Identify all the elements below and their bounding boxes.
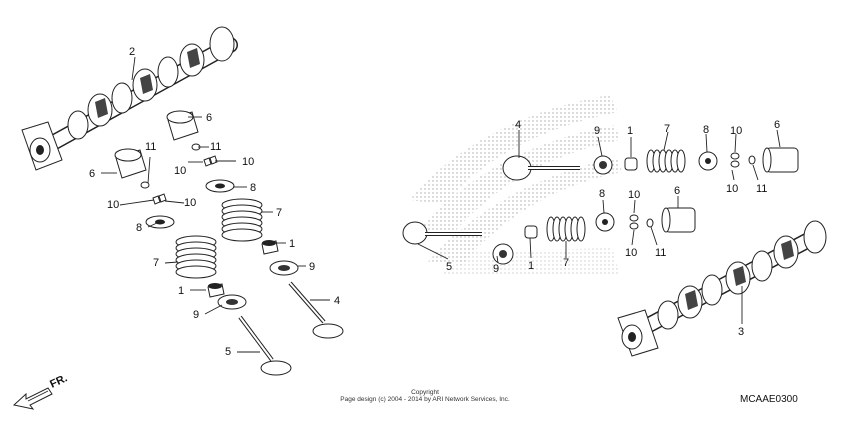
callout-7: 7	[153, 257, 159, 269]
callouts: 2 6 11 11 6 10 10 8 10 10 8 7 7 1 9 1 4 …	[89, 46, 780, 358]
callout-9: 9	[309, 261, 315, 273]
callout-11: 11	[655, 247, 666, 259]
callout-1: 1	[178, 285, 184, 297]
callout-3: 3	[738, 326, 744, 338]
spring-seat-right	[492, 155, 613, 265]
spring-seat-left	[217, 260, 299, 310]
reference-code: MCAAE0300	[740, 394, 798, 405]
callout-10: 10	[242, 156, 254, 168]
callout-8: 8	[250, 182, 256, 194]
callout-5: 5	[446, 261, 452, 273]
leader-lines	[101, 56, 781, 353]
shim-right	[646, 155, 756, 228]
callout-1: 1	[627, 125, 633, 137]
valve-left-4	[288, 281, 344, 339]
callout-7: 7	[563, 257, 569, 269]
callout-6: 6	[774, 119, 780, 131]
valve-right-4	[502, 155, 580, 181]
tappet-left-lower	[114, 148, 147, 179]
callout-5: 5	[225, 346, 231, 358]
tappet-left-upper	[166, 110, 199, 141]
callout-9: 9	[493, 263, 499, 275]
callout-11: 11	[145, 141, 156, 153]
cotters-left	[152, 155, 218, 205]
callout-2: 2	[129, 46, 135, 58]
callout-8: 8	[136, 222, 142, 234]
callout-10: 10	[107, 199, 119, 211]
valve-left-5	[238, 315, 292, 376]
stem-seal-left	[207, 240, 279, 298]
callout-11: 11	[756, 183, 767, 195]
direction-label: FR.	[48, 372, 69, 390]
retainer-right	[595, 151, 718, 232]
callout-11: 11	[210, 141, 221, 153]
copyright-line-1: Copyright	[411, 389, 439, 396]
callout-1: 1	[528, 260, 534, 272]
camshaft-left	[21, 26, 238, 171]
callout-9: 9	[594, 125, 600, 137]
callout-7: 7	[276, 207, 282, 219]
callout-6: 6	[89, 168, 95, 180]
copyright-line-2: Page design (c) 2004 - 2014 by ARI Netwo…	[340, 396, 510, 403]
camshaft-right	[617, 220, 827, 357]
callout-10: 10	[184, 197, 196, 209]
tappet-right	[661, 147, 799, 233]
valve-right-5	[402, 221, 482, 245]
callout-7: 7	[664, 123, 670, 135]
callout-4: 4	[334, 295, 340, 307]
cotters-right	[629, 152, 740, 230]
callout-8: 8	[703, 124, 709, 136]
valve-spring-left	[175, 198, 263, 279]
honda-wing-watermark	[410, 95, 622, 275]
callout-6: 6	[674, 185, 680, 197]
callout-1: 1	[289, 238, 295, 250]
callout-10: 10	[730, 125, 742, 137]
callout-8: 8	[599, 188, 605, 200]
shim-left	[140, 143, 201, 189]
valve-spring-right	[546, 149, 686, 242]
callout-9: 9	[193, 309, 199, 321]
callout-6: 6	[206, 112, 212, 124]
callout-10: 10	[726, 183, 738, 195]
callout-10: 10	[174, 165, 186, 177]
callout-10: 10	[625, 247, 637, 259]
callout-10: 10	[628, 189, 640, 201]
stem-seal-right	[524, 157, 638, 239]
callout-4: 4	[515, 119, 521, 131]
